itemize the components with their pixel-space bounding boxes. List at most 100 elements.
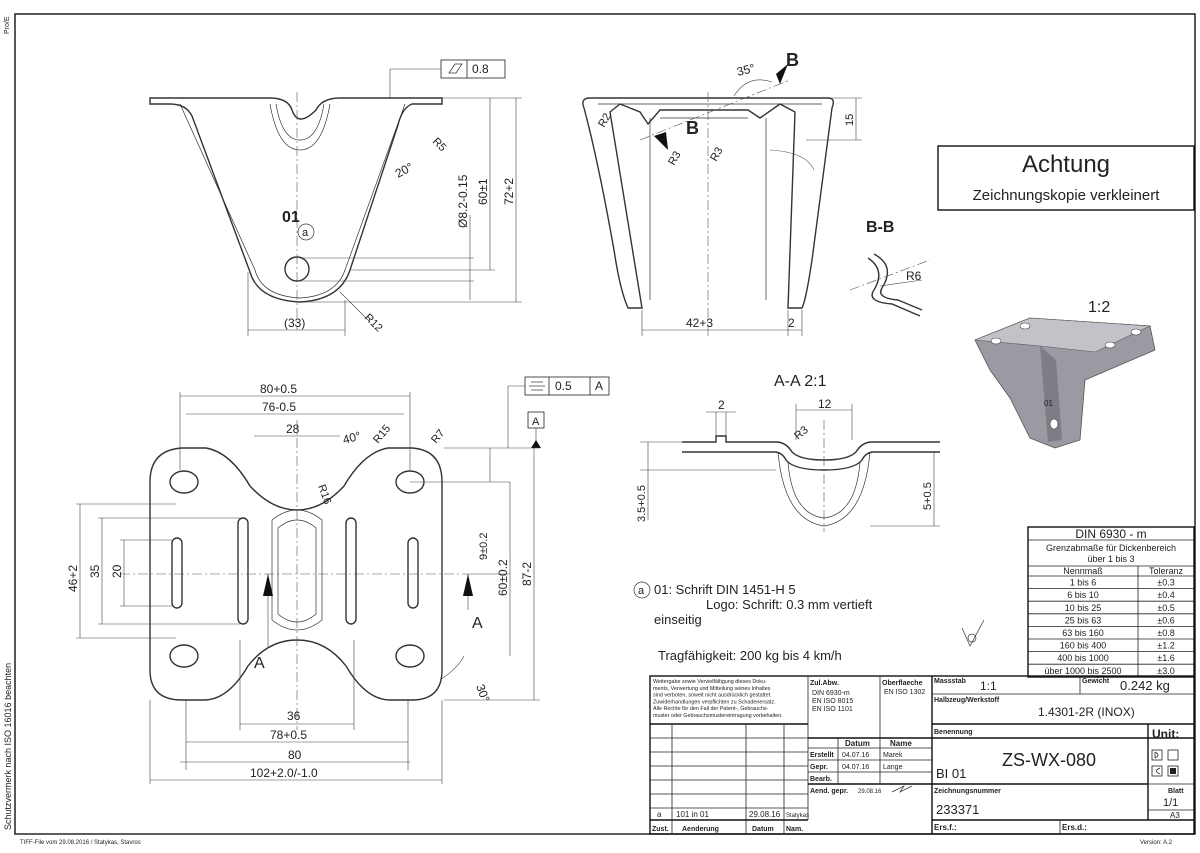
angle-30: 30° [473,682,492,704]
cut-b-left: B [686,118,699,138]
blatt-value: 1/1 [1163,797,1178,809]
height-72: 72+2 [502,178,516,205]
tolerance-rows: 1 bis 6±0.36 bis 10±0.410 bis 25±0.525 b… [1028,578,1194,678]
radius-r6: R6 [906,269,922,283]
title-block: Weitergabe sowie Vervielfältigung dieses… [649,675,1195,835]
mark-a-front: a [302,227,309,239]
revision-index: a [657,810,662,819]
tolerance-subtitle-2: über 1 bis 3 [1087,554,1134,564]
radius-r12: R12 [362,312,385,335]
gepr-name: Lange [883,764,903,771]
zul-abw-label: Zul.Abw. [810,680,839,687]
section-aa: A-A 2:1 2 12 R3 3.5+0.5 5+0.5 [636,373,940,532]
section-bb-label: B-B [866,219,894,236]
aa-height-35: 3.5+0.5 [636,485,648,522]
copyright-line: ments, Verwertung und Mitteilung seines … [653,686,771,692]
sheet-format: A3 [1170,811,1180,820]
ers-f-label: Ers.f.: [934,823,957,832]
cut-a-left: A [254,655,265,672]
radius-r3-a: R3 [666,149,683,167]
erstellt-date: 04.07.16 [842,752,869,759]
version-label: Version: A.2 [1140,840,1173,846]
iso-view: 1:2 01 [974,299,1156,449]
radius-r7: R7 [429,427,447,445]
side-view: B B 35° R2 R3 R3 15 42+3 2 [582,50,862,338]
erstellt-label: Erstellt [810,752,834,759]
aend-gepr-label: Aend. gepr. [810,788,848,795]
zul-abw-value: EN ISO 8015 [812,698,853,705]
aend-gepr-date: 29.08.16 [858,789,882,795]
tolerance-range: 6 bis 10 [1067,590,1099,600]
part-mark: 01 [282,209,300,226]
cut-b-right: B [786,50,799,70]
tolerance-title: DIN 6930 - m [1075,527,1146,541]
width-42: 42+3 [686,316,713,330]
zust-label: Zust. [652,826,669,833]
sheet-border [14,13,1196,835]
angle-40: 40° [341,429,362,447]
height-87: 87-2 [520,562,534,586]
werkstoff-label: Halbzeug/Werkstoff [934,697,1000,704]
ers-d-label: Ers.d.: [1062,823,1087,832]
height-46: 46+2 [66,565,80,592]
notes: a 01: Schrift DIN 1451-H 5 Logo: Schrift… [633,581,985,663]
notice-subtitle: Zeichnungskopie verkleinert [973,187,1161,204]
radius-r16: R16 [315,483,333,506]
bearb-label: Bearb. [810,776,832,783]
width-80: 80+0.5 [260,382,297,396]
thickness-2: 2 [788,316,795,330]
height-20: 20 [110,564,124,578]
name-col-label: Name [890,739,912,748]
width-36: 36 [287,709,301,723]
section-bb: B-B R6 [849,219,931,317]
tiff-file-note: TIFF-File vom 29.08.2016 / Statykas, Sta… [20,840,141,846]
zul-abw-value: EN ISO 1101 [812,706,853,713]
tolerance-value: ±1.6 [1157,653,1174,663]
front-view: 0.8 20° R5 R12 Ø8.2-0.15 60±1 72+2 (33) … [149,59,522,336]
tolerance-col-nennmass: Nennmaß [1063,566,1103,576]
tolerance-range: 63 bis 160 [1062,628,1104,638]
tolerance-col-toleranz: Toleranz [1149,566,1184,576]
side-label-bottom: Schutzvermerk nach ISO 16016 beachten [3,663,13,830]
symmetry-value: 0.5 [555,379,572,393]
gewicht-value: 0.242 kg [1120,678,1170,693]
top-view: A A 0.5 A A 80+0.5 76-0.5 28 40° R15 R7 … [66,376,610,784]
angle-20: 20° [393,160,416,181]
nam-label: Nam. [786,826,803,833]
tolerance-range: 160 bis 400 [1060,641,1107,651]
gepr-date: 04.07.16 [842,764,869,771]
benennung-value: BI 01 [936,766,966,781]
height-60: 60±1 [476,178,490,205]
height-60-top: 60±0.2 [496,559,510,596]
tolerance-value: ±1.2 [1157,641,1174,651]
height-35: 35 [88,564,102,578]
zeichnungsnummer-label: Zeichnungsnummer [934,788,1001,795]
blatt-label: Blatt [1168,788,1184,795]
oberflaeche-label: Oberflaeche [882,680,923,687]
cut-a-right: A [472,615,483,632]
tolerance-range: 25 bis 63 [1065,615,1102,625]
werkstoff-value: 1.4301-2R (INOX) [1038,705,1135,719]
copyright-line: sind verboten, soweit nicht ausdrücklich… [653,693,772,699]
iso-scale: 1:2 [1088,299,1110,316]
width-102: 102+2.0/-1.0 [250,766,318,780]
drawing-number: 233371 [936,802,979,817]
width-78: 78+0.5 [270,728,307,742]
tolerance-table: DIN 6930 - m Grenzabmaße für Dickenberei… [1027,526,1195,678]
tolerance-subtitle-1: Grenzabmaße für Dickenbereich [1046,543,1176,553]
datum2-label: Datum [752,826,774,833]
width-76: 76-0.5 [262,400,296,414]
massstab-label: Massstab [934,678,966,685]
gepr-label: Gepr. [810,764,828,771]
tolerance-value: ±3.0 [1157,666,1174,676]
side-label-top: Pro/E [4,16,11,34]
datum-a: A [532,416,540,428]
tolerance-value: ±0.3 [1157,578,1174,588]
note-load-capacity: Tragfähigkeit: 200 kg bis 4 km/h [658,648,842,663]
width-33: (33) [284,316,305,330]
tolerance-value: ±0.4 [1157,590,1174,600]
revision-text: 101 in 01 [676,810,709,819]
unit-label: Unit: [1152,727,1179,741]
